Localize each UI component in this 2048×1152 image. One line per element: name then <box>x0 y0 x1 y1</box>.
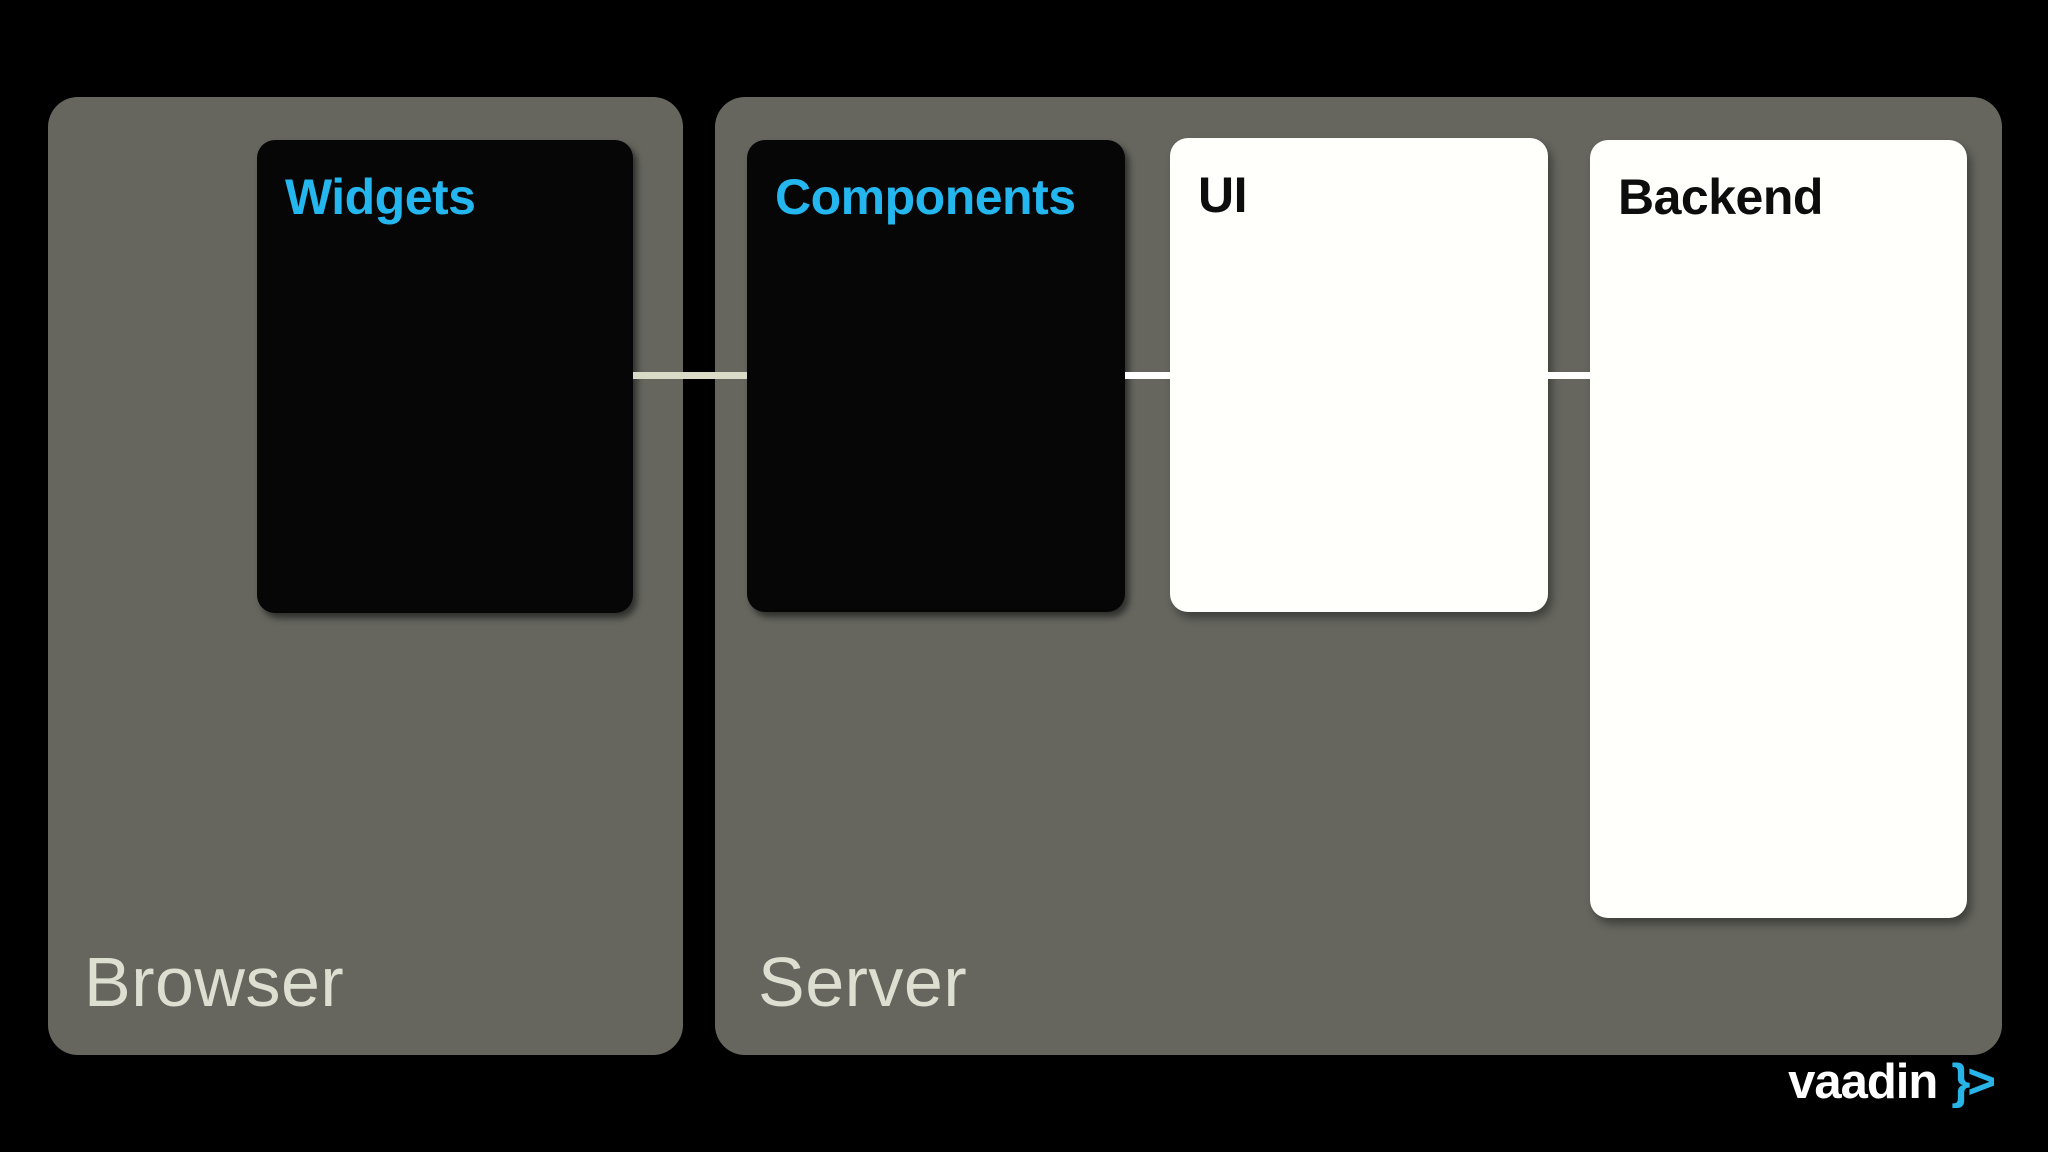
backend-box-title: Backend <box>1618 169 1823 225</box>
vaadin-logo: vaadin}> <box>1788 1055 1996 1109</box>
connector-widgets-components <box>633 372 747 379</box>
backend-box: Backend <box>1590 140 1967 918</box>
connector-ui-backend <box>1548 372 1590 379</box>
components-box: Components <box>747 140 1125 612</box>
browser-panel: Widgets Browser <box>48 97 683 1055</box>
vaadin-brackets-icon: }> <box>1951 1055 1996 1109</box>
components-box-title: Components <box>775 169 1076 225</box>
vaadin-wordmark: vaadin <box>1788 1055 1938 1109</box>
ui-box: UI <box>1170 138 1548 612</box>
connector-components-ui <box>1125 372 1170 379</box>
widgets-box: Widgets <box>257 140 633 613</box>
widgets-box-title: Widgets <box>285 169 476 225</box>
server-panel: Components UI Backend Server <box>715 97 2002 1055</box>
browser-panel-label: Browser <box>84 943 345 1021</box>
ui-box-title: UI <box>1198 167 1248 223</box>
server-panel-label: Server <box>758 943 968 1021</box>
